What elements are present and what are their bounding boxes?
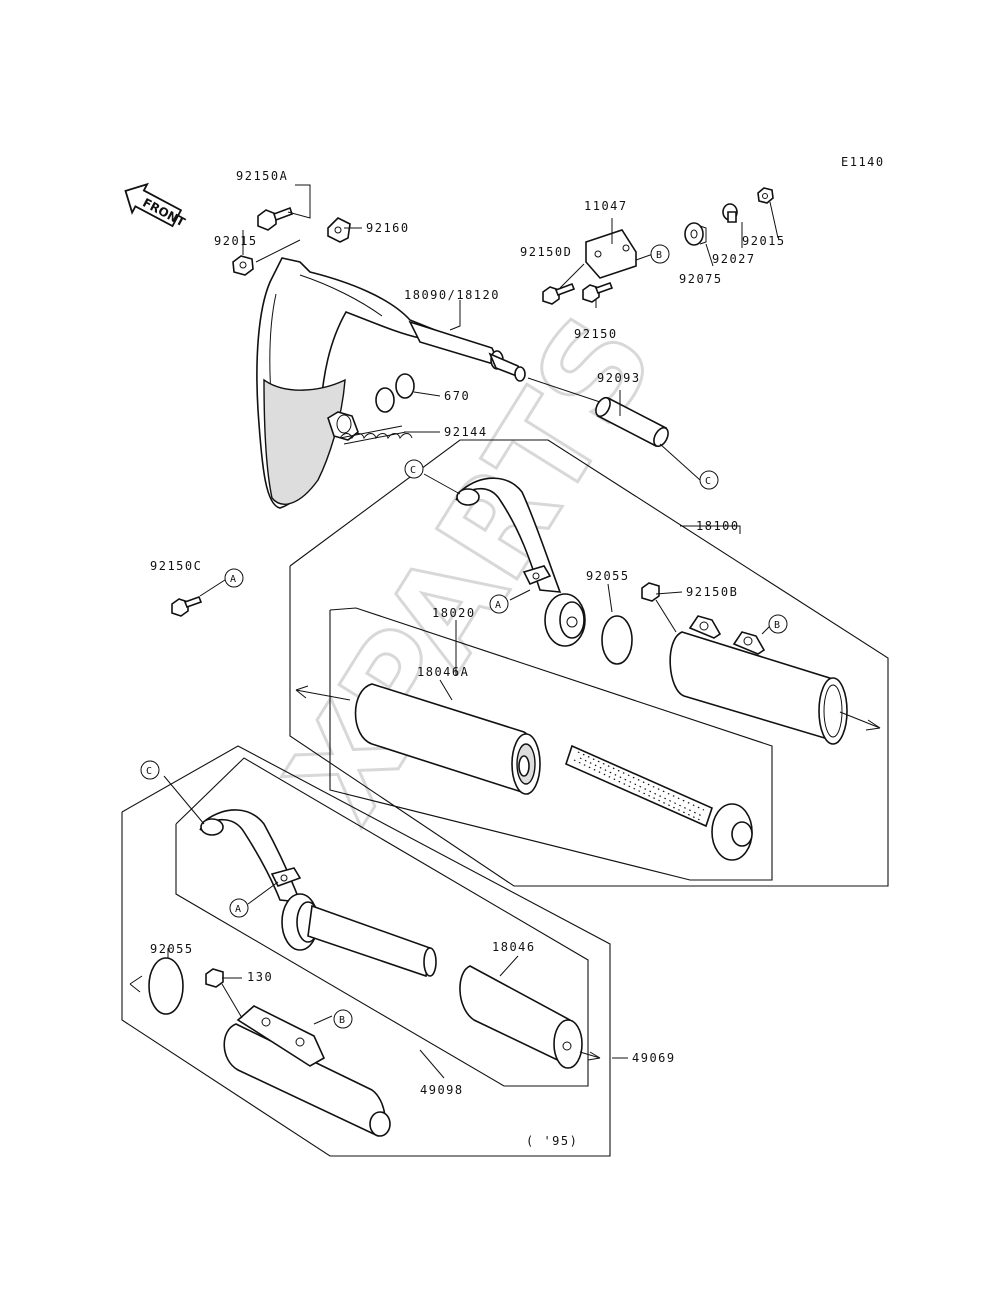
svg-text:B: B [774, 620, 780, 631]
label-670: 670 [444, 389, 470, 403]
label-92150C: 92150C [150, 559, 202, 573]
diagram-code: E1140 [841, 155, 885, 169]
label-11047: 11047 [584, 199, 628, 213]
joint-tube-92093-drawing [595, 396, 669, 448]
label-92160: 92160 [366, 221, 410, 235]
label-92015-left: 92015 [214, 234, 258, 248]
label-92015-right: 92015 [742, 234, 786, 248]
bolt-130-drawing [205, 968, 224, 988]
bolt-92150C-drawing [171, 595, 203, 617]
label-92027: 92027 [712, 252, 756, 266]
ref-a-lower: A [229, 898, 249, 918]
label-92075: 92075 [679, 272, 723, 286]
perforated-core-drawing [565, 744, 753, 861]
o-ring-670-b [395, 373, 415, 399]
arrow-lower-left [129, 975, 143, 993]
svg-text:C: C [146, 766, 152, 777]
label-18090-18120: 18090/18120 [404, 288, 500, 302]
spring-92144-drawing [339, 425, 413, 445]
svg-text:C: C [705, 476, 711, 487]
clamp-92160-drawing [327, 217, 351, 243]
o-ring-670-a [375, 387, 395, 413]
silencer-18046-drawing [459, 965, 583, 1069]
ref-c-lower: C [140, 760, 160, 780]
muffler-18100-drawing [669, 615, 881, 745]
ref-a-upper: A [489, 594, 509, 614]
front-direction-arrow: FRONT [124, 182, 188, 230]
svg-text:A: A [235, 904, 241, 915]
label-18020: 18020 [432, 606, 476, 620]
gasket-92055-upper [601, 615, 633, 665]
ref-b-upper: B [768, 614, 788, 634]
frame-49098 [175, 757, 589, 1087]
nut-92015-left-drawing [232, 255, 254, 276]
label-18046: 18046 [492, 940, 536, 954]
label-18046A: 18046A [417, 665, 469, 679]
label-92055-lower: 92055 [150, 942, 194, 956]
frame-18020 [329, 607, 773, 881]
svg-text:B: B [656, 250, 662, 261]
header-pipe-lower-drawing [199, 809, 437, 978]
label-92055-upper: 92055 [586, 569, 630, 583]
muffler-lower-drawing [223, 1005, 601, 1137]
label-92150: 92150 [574, 327, 618, 341]
collar-92027-drawing [722, 203, 738, 223]
ref-b-top: B [650, 244, 670, 264]
label-92144: 92144 [444, 425, 488, 439]
year-note: ( '95) [526, 1134, 578, 1148]
frame-49069 [121, 745, 611, 1157]
ref-a-92150C: A [224, 568, 244, 588]
label-92093: 92093 [597, 371, 641, 385]
ref-c-joint: C [699, 470, 719, 490]
expansion-chamber-drawing [256, 257, 526, 509]
bolt-92150D-drawing [542, 282, 576, 305]
leader-lines [163, 184, 779, 1079]
label-49069: 49069 [632, 1051, 676, 1065]
svg-text:B: B [339, 1015, 345, 1026]
ref-b-lower: B [333, 1009, 353, 1029]
gasket-92055-lower [148, 957, 184, 1015]
ref-c-upper: C [404, 459, 424, 479]
label-92150A: 92150A [236, 169, 288, 183]
header-pipe-upper-drawing [455, 477, 586, 647]
nut-92015-right-drawing [757, 187, 774, 204]
frame-18100 [289, 439, 889, 887]
svg-text:A: A [230, 574, 236, 585]
label-49098: 49098 [420, 1083, 464, 1097]
label-92150D: 92150D [520, 245, 572, 259]
grommet-92075-drawing [684, 222, 707, 246]
bolt-92150B-drawing [641, 582, 660, 602]
svg-text:A: A [495, 600, 501, 611]
label-130: 130 [247, 970, 273, 984]
silencer-18046A-drawing [295, 683, 541, 795]
bolt-92150A-drawing [257, 206, 294, 231]
label-92150B: 92150B [686, 585, 738, 599]
svg-text:C: C [410, 465, 416, 476]
bolt-92150-drawing [582, 281, 614, 303]
label-18100: 18100 [696, 519, 740, 533]
bracket-11047-drawing [585, 229, 637, 279]
